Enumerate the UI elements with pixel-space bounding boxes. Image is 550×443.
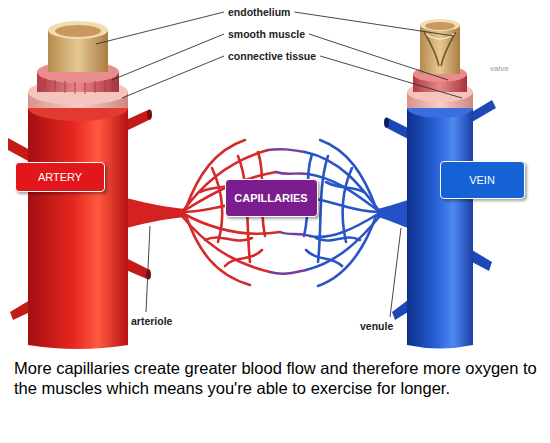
artery-label-box: ARTERY: [15, 162, 105, 192]
vein-label-box: VEIN: [440, 161, 525, 199]
vein-illustration-part: [420, 19, 460, 31]
node-label: ARTERY: [38, 171, 82, 183]
vein-illustration: [377, 19, 496, 349]
vein-illustration-part: [392, 300, 408, 320]
arterial-capillaries-part: [186, 216, 250, 285]
vein-illustration-part: [425, 22, 455, 30]
leader-line: [122, 56, 224, 98]
muscle-striations-part: [95, 81, 96, 93]
leader-line: [320, 56, 462, 98]
vein-illustration-part: [385, 118, 408, 139]
artery-illustration-part: [10, 300, 30, 320]
arterial-capillaries-part: [182, 216, 270, 272]
venous-capillaries-part: [326, 182, 364, 192]
artery-illustration-part: [147, 110, 152, 120]
vein-illustration-part: [377, 200, 408, 228]
artery-illustration-part: [146, 270, 151, 280]
muscle-striations-part: [55, 80, 56, 92]
artery-illustration: [8, 21, 186, 349]
part-label: endothelium: [228, 6, 290, 18]
venous-capillaries-part: [318, 216, 376, 286]
leader-line: [146, 226, 150, 312]
venous-capillaries-part: [318, 156, 328, 262]
muscle-striations-part: [65, 81, 66, 93]
part-label: connective tissue: [228, 50, 316, 62]
arterial-capillaries-part: [212, 168, 222, 242]
node-label: CAPILLARIES: [234, 192, 307, 204]
artery-illustration-part: [55, 25, 101, 37]
vein-illustration-part: [472, 100, 496, 122]
leader-line: [390, 228, 401, 317]
muscle-striations-part: [85, 82, 86, 94]
leader-line: [96, 12, 224, 44]
part-label: venule: [360, 320, 393, 332]
arterial-capillaries-part: [205, 237, 252, 240]
venous-capillaries-part: [320, 140, 376, 208]
vein-illustration-part: [384, 118, 389, 128]
artery-illustration-part: [126, 110, 151, 131]
valve-flap: [426, 34, 454, 39]
artery-illustration-part: [126, 198, 186, 228]
leader-line: [294, 12, 454, 36]
venous-capillaries-part: [343, 168, 352, 242]
capillary-network: [182, 140, 380, 286]
muscle-striations-part: [75, 82, 76, 94]
muscle-striations: [45, 78, 113, 94]
node-label: VEIN: [469, 174, 495, 186]
artery-illustration-part: [48, 21, 108, 39]
vein-illustration-part: [472, 250, 492, 271]
leader-line: [112, 34, 224, 80]
artery-illustration-part: [28, 108, 128, 349]
mixed-capillaries-part: [270, 270, 306, 274]
part-label: smooth muscle: [228, 28, 305, 40]
mixed-capillaries-part: [268, 149, 305, 152]
leader-lines: [96, 12, 462, 317]
venous-capillaries-part: [316, 237, 360, 240]
vein-illustration-part: [407, 108, 473, 349]
muscle-striations-part: [105, 80, 106, 92]
part-label: valve: [490, 64, 509, 73]
part-label: arteriole: [131, 315, 172, 327]
muscle-striations-part: [45, 78, 46, 90]
mixed-capillaries-part: [276, 172, 308, 174]
artery-illustration-part: [126, 258, 150, 279]
vein-illustration-part: [420, 25, 460, 74]
arterial-capillaries-part: [225, 250, 262, 266]
venous-capillaries-part: [306, 250, 342, 266]
caption: More capillaries create greater blood fl…: [14, 358, 540, 398]
artery-illustration-part: [8, 138, 30, 162]
capillaries-label-box: CAPILLARIES: [225, 179, 318, 217]
